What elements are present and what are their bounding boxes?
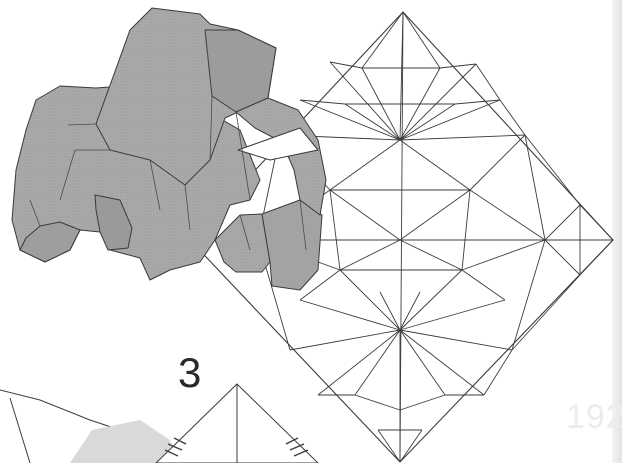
origami-elephant (12, 8, 326, 290)
crease-right-flaps (318, 64, 613, 462)
step-3-diagram-fragment (0, 384, 318, 463)
step-number-label: 3 (178, 352, 201, 394)
elephant-front-leg-2 (262, 200, 322, 290)
